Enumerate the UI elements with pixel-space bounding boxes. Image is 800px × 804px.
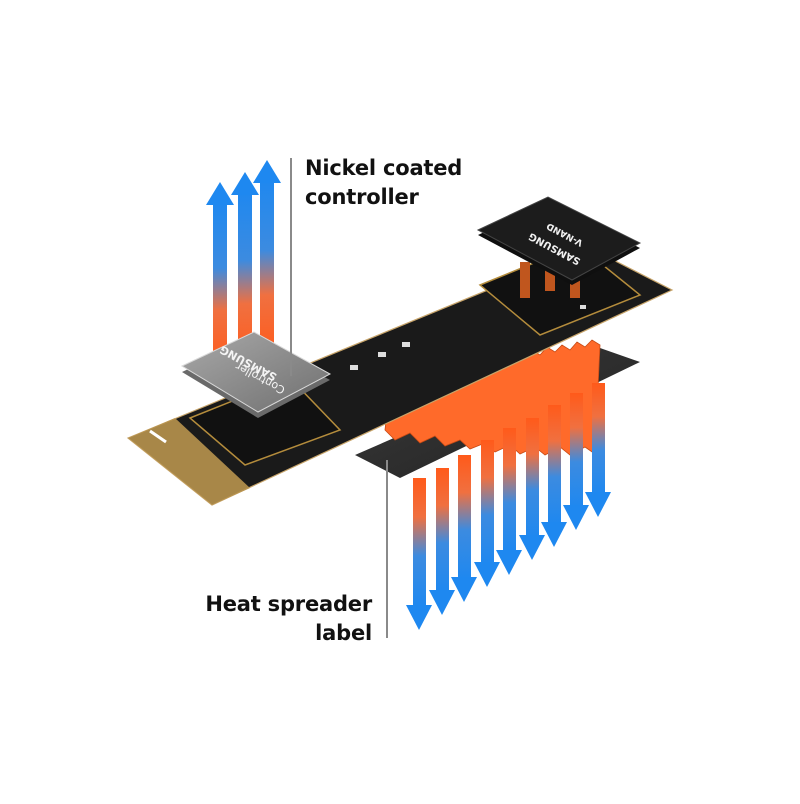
callout-nickel-coated-controller: Nickel coated controller <box>305 154 462 212</box>
down-arrow-icon <box>429 468 455 615</box>
heat-down-arrows <box>406 383 611 630</box>
up-arrow-icon <box>253 160 281 358</box>
callout-heat-spreader-label: Heat spreader label <box>190 590 372 648</box>
callout-bottom-line-2: label <box>315 621 372 645</box>
down-arrow-icon <box>585 383 611 517</box>
leader-line-controller <box>290 158 292 376</box>
callout-top-line-1: Nickel coated <box>305 156 463 180</box>
callout-bottom-line-1: Heat spreader <box>205 592 372 616</box>
controller-chip: SAMSUNG Controller <box>180 331 332 418</box>
down-arrow-icon <box>541 405 567 547</box>
down-arrow-icon <box>474 440 500 587</box>
down-arrow-icon <box>406 478 432 630</box>
heat-up-arrows <box>206 160 281 370</box>
pcb-components <box>350 305 586 370</box>
down-arrow-icon <box>451 455 477 602</box>
down-arrow-icon <box>496 428 522 575</box>
up-arrow-icon <box>206 182 234 370</box>
down-arrow-icon <box>563 393 589 530</box>
callout-top-line-2: controller <box>305 185 419 209</box>
up-arrow-icon <box>231 172 259 365</box>
nand-chip: SAMSUNG V-NAND <box>476 196 642 298</box>
key-notch <box>149 429 167 444</box>
leader-line-heat-spreader <box>386 460 388 638</box>
down-arrow-icon <box>519 418 545 560</box>
gold-contacts <box>128 418 250 505</box>
